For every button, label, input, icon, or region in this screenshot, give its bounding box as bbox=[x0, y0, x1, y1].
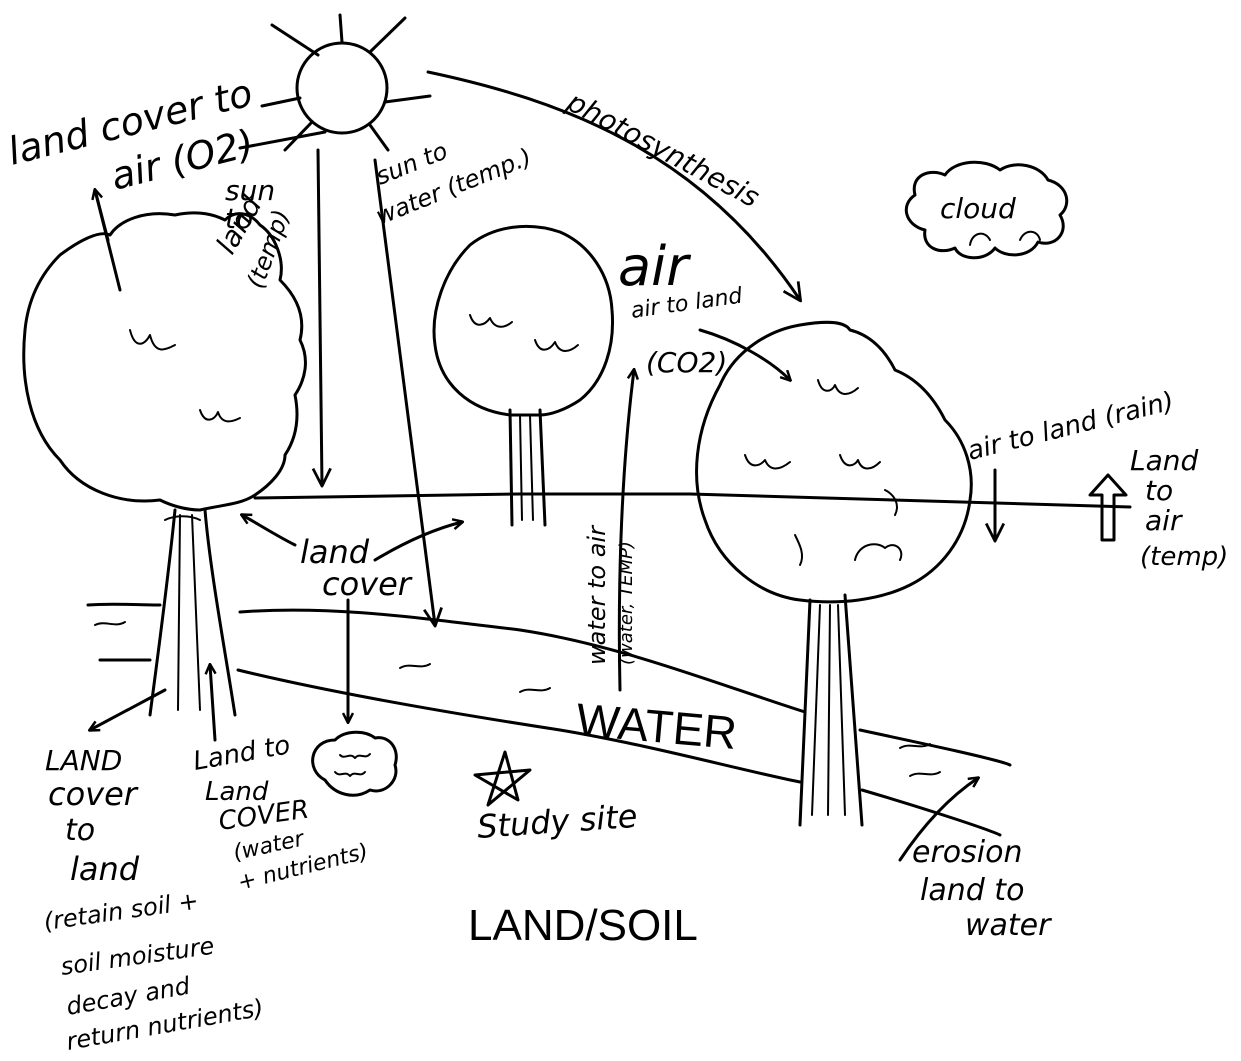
label-water-to-air-1: water to air bbox=[583, 524, 611, 665]
label-erosion-3: water bbox=[965, 908, 1052, 943]
arrow-land-cover-left bbox=[242, 515, 297, 547]
sun bbox=[238, 13, 432, 152]
label-land-cover-to-land-4: land bbox=[70, 850, 140, 888]
label-land-to-air-1: Land bbox=[1130, 444, 1199, 477]
label-study-site: Study site bbox=[476, 797, 639, 846]
right-tree bbox=[695, 320, 973, 827]
label-land-to-air-2: to bbox=[1145, 474, 1173, 507]
label-land-to-land-cover-1: Land to bbox=[191, 730, 293, 777]
label-land-soil: LAND/SOIL bbox=[468, 901, 698, 950]
label-sun-to-land-2: to bbox=[225, 202, 253, 235]
label-land-to-air-3: air bbox=[1145, 504, 1183, 537]
study-site-star bbox=[473, 750, 532, 807]
label-land-to-land-cover-2: Land bbox=[205, 777, 269, 807]
horizon-line bbox=[253, 492, 1132, 509]
arrow-land-cover-right bbox=[373, 522, 462, 562]
label-land-cover-to-land-5: (retain soil + bbox=[42, 887, 200, 936]
arrow-erosion bbox=[898, 778, 978, 862]
label-water: WATER bbox=[574, 693, 739, 759]
label-land-cover-to-land-2: cover bbox=[48, 775, 139, 813]
label-cloud: cloud bbox=[940, 192, 1016, 225]
cloud-shape bbox=[904, 160, 1069, 260]
arrow-air-to-land-co2 bbox=[698, 328, 790, 380]
stream bbox=[86, 602, 1012, 837]
label-photosynthesis: photosynthesis bbox=[561, 85, 765, 214]
label-land-cover-to-land-3: to bbox=[65, 813, 95, 848]
arrow-sun-to-water bbox=[373, 158, 443, 628]
label-air-to-land-co2-2: (CO2) bbox=[646, 346, 727, 379]
label-erosion-1: erosion bbox=[912, 835, 1022, 870]
label-land-to-air-4: (temp) bbox=[1140, 542, 1228, 572]
arrow-land-to-land-cover bbox=[210, 665, 215, 742]
arrow-water-to-air bbox=[617, 370, 634, 692]
ground-cover-bush bbox=[311, 730, 398, 797]
label-land-cover-to-land-6: soil moisture bbox=[59, 932, 216, 981]
arrow-photosynthesis bbox=[426, 70, 802, 303]
label-land-cover-to-land-1: LAND bbox=[45, 744, 122, 777]
label-land-cover-2: cover bbox=[322, 565, 413, 603]
middle-tree bbox=[432, 224, 614, 527]
arrow-land-to-air-temp bbox=[1088, 473, 1128, 542]
arrow-land-cover-to-air bbox=[95, 190, 110, 242]
label-land-cover-1: land bbox=[300, 533, 370, 571]
labels: land cover to air (O2) sun to land (temp… bbox=[4, 71, 1229, 1056]
arrow-land-cover-to-land bbox=[90, 688, 167, 730]
label-erosion-2: land to bbox=[920, 873, 1024, 908]
left-tree bbox=[22, 211, 307, 717]
label-air: air bbox=[618, 235, 691, 298]
label-water-to-air-2: (water, TEMP) bbox=[616, 541, 637, 665]
flow-arrows bbox=[90, 70, 1128, 862]
arrow-sun-to-land bbox=[311, 148, 332, 488]
label-sun-to-land-1: sun bbox=[225, 174, 275, 207]
